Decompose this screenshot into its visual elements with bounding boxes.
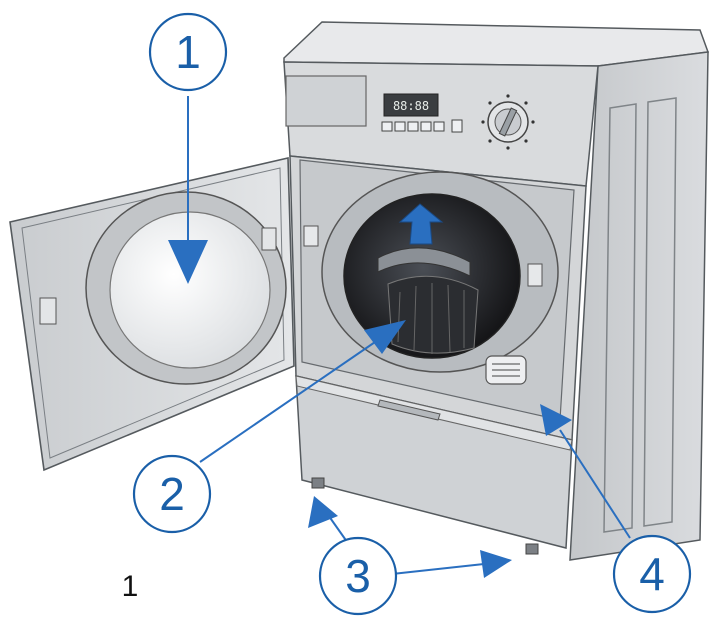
figure-number: 1: [122, 570, 139, 603]
side-panel-groove-1: [603, 103, 637, 533]
door-catch-right: [527, 263, 543, 287]
panel-button[interactable]: [407, 121, 419, 132]
callout-3: 3: [318, 536, 398, 616]
lint-filter[interactable]: [387, 275, 479, 354]
foot-left: [311, 477, 325, 489]
panel-button[interactable]: [451, 119, 463, 133]
door-latch: [39, 297, 57, 325]
callout-4-leader: [540, 404, 631, 539]
display-screen: [383, 93, 439, 117]
callout-2-label: 2: [159, 468, 185, 520]
door-catch-left: [303, 225, 319, 247]
water-container-handle[interactable]: [377, 399, 441, 421]
panel-button[interactable]: [394, 121, 406, 132]
callout-3-label: 3: [345, 550, 371, 602]
vent-grille: [485, 355, 527, 385]
callout-2-leader: [199, 320, 406, 463]
display-text: 88:88: [393, 99, 429, 113]
callout-1-leader: [168, 96, 208, 284]
callout-4: 4: [612, 534, 692, 614]
panel-button[interactable]: [381, 121, 393, 132]
callout-4-label: 4: [639, 548, 665, 600]
filter-grip-icon: [398, 203, 444, 245]
panel-buttons[interactable]: [381, 119, 463, 133]
callout-1-label: 1: [175, 26, 201, 78]
callout-1: 1: [148, 12, 228, 92]
door-hinge: [261, 227, 277, 251]
panel-button[interactable]: [433, 121, 445, 132]
door-glass: [109, 211, 271, 369]
program-dial[interactable]: [481, 94, 535, 150]
door-inner-edge: [21, 167, 285, 459]
side-panel-groove-2: [643, 97, 677, 527]
panel-button[interactable]: [420, 121, 432, 132]
callout-2: 2: [132, 454, 212, 534]
detergent-drawer[interactable]: [285, 75, 367, 127]
drum-paddle: [377, 247, 471, 277]
foot-right: [525, 543, 539, 555]
